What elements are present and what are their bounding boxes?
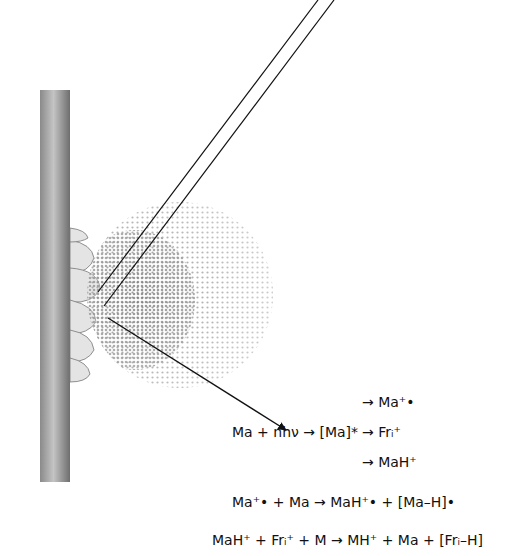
fragment-ion: → Frᵢ⁺ [362,424,401,441]
reaction-equation: MaH⁺ + Frᵢ⁺ + M → MH⁺ + Ma + [Frᵢ–H] [212,532,483,549]
product-ion: → Ma⁺• [362,394,415,411]
leader-arrow [108,318,286,430]
protonated-ion: → MaH⁺ [362,454,417,471]
reaction-equation: Ma⁺• + Ma → MaH⁺• + [Ma–H]• [232,494,455,511]
target-plate [40,90,70,482]
excitation-equation: Ma + nhν → [Ma]* [232,424,358,441]
laser-beam [98,0,334,306]
desorption-plume [75,195,280,395]
